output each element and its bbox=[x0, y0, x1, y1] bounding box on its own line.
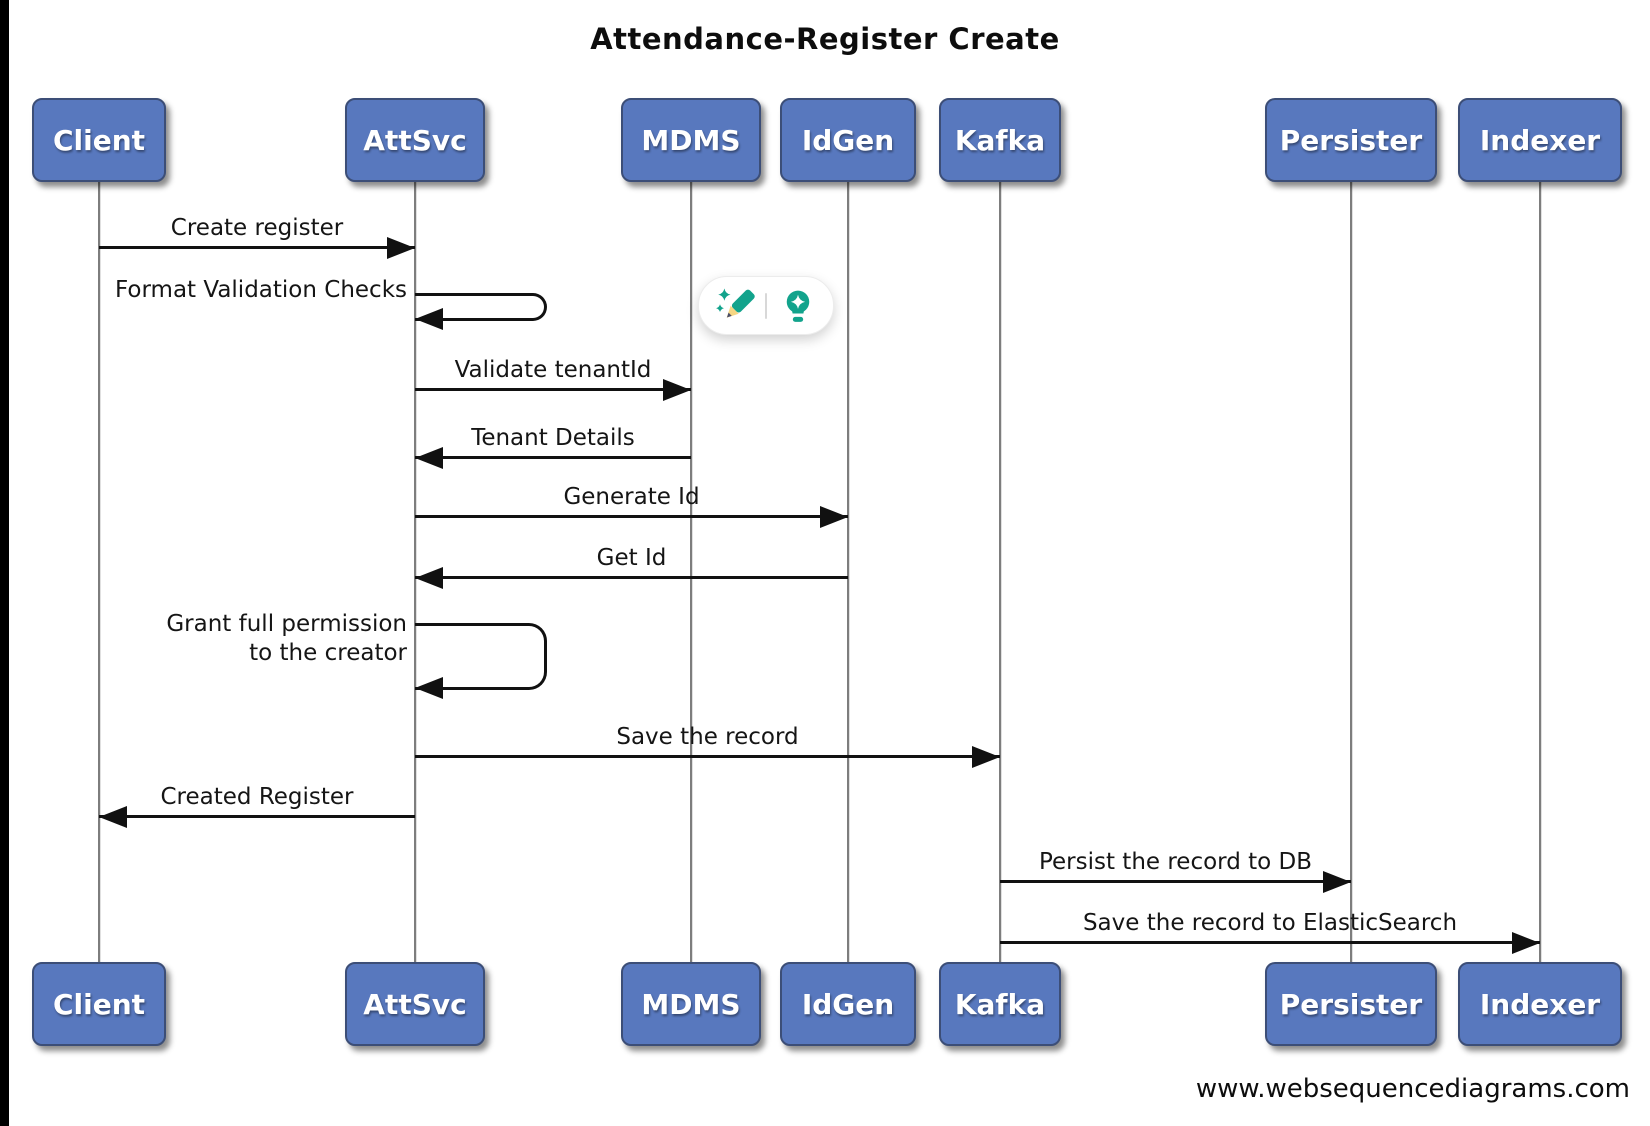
arrowhead-right bbox=[1512, 932, 1540, 954]
message-line-5 bbox=[415, 576, 848, 579]
arrowhead-left bbox=[99, 806, 127, 828]
message-line-0 bbox=[99, 246, 415, 249]
participant-label: Client bbox=[52, 123, 146, 157]
participant-label: IdGen bbox=[801, 987, 895, 1021]
participant-kafka-bottom: Kafka bbox=[939, 962, 1061, 1046]
participant-label: AttSvc bbox=[363, 123, 467, 157]
watermark-url: www.websequencediagrams.com bbox=[1195, 1074, 1630, 1104]
message-label-line: Grant full permission bbox=[166, 611, 407, 637]
arrowhead-left bbox=[415, 308, 443, 330]
message-label-6: Grant full permission to the creator bbox=[0, 610, 407, 668]
edit-pencil-icon[interactable] bbox=[713, 285, 755, 327]
arrowhead-left bbox=[415, 447, 443, 469]
message-label-8: Created Register bbox=[160, 784, 354, 810]
message-label-9: Persist the record to DB bbox=[1038, 849, 1313, 875]
participant-label: MDMS bbox=[641, 123, 741, 157]
message-label-1: Format Validation Checks bbox=[0, 276, 407, 305]
participant-client-top: Client bbox=[32, 98, 166, 182]
self-loop-1 bbox=[415, 293, 547, 321]
participant-label: MDMS bbox=[641, 987, 741, 1021]
message-label-4: Generate Id bbox=[563, 484, 700, 510]
participant-label: AttSvc bbox=[363, 987, 467, 1021]
arrowhead-right bbox=[1323, 871, 1351, 893]
message-label-line: to the creator bbox=[249, 640, 407, 666]
lifeline-idgen bbox=[847, 180, 849, 964]
screen-edge-strip bbox=[0, 0, 9, 1126]
lifeline-persister bbox=[1350, 180, 1352, 964]
arrowhead-left bbox=[415, 677, 443, 699]
participant-client-bottom: Client bbox=[32, 962, 166, 1046]
lightbulb-icon[interactable] bbox=[777, 285, 819, 327]
participant-persister-bottom: Persister bbox=[1265, 962, 1437, 1046]
participant-idgen-bottom: IdGen bbox=[780, 962, 916, 1046]
message-label-line: Format Validation Checks bbox=[115, 277, 407, 303]
participant-label: Indexer bbox=[1479, 987, 1601, 1021]
participant-label: Client bbox=[52, 987, 146, 1021]
message-line-10 bbox=[1000, 941, 1540, 944]
message-label-5: Get Id bbox=[596, 545, 667, 571]
participant-indexer-top: Indexer bbox=[1458, 98, 1622, 182]
participant-label: Kafka bbox=[954, 123, 1046, 157]
message-line-2 bbox=[415, 388, 691, 391]
arrowhead-right bbox=[663, 379, 691, 401]
participant-mdms-top: MDMS bbox=[621, 98, 761, 182]
participant-label: Persister bbox=[1279, 123, 1423, 157]
message-line-7 bbox=[415, 755, 1000, 758]
message-label-3: Tenant Details bbox=[471, 425, 635, 451]
toolbar-divider bbox=[765, 292, 767, 319]
message-label-0: Create register bbox=[170, 215, 344, 241]
arrowhead-right bbox=[387, 237, 415, 259]
participant-indexer-bottom: Indexer bbox=[1458, 962, 1622, 1046]
arrowhead-left bbox=[415, 567, 443, 589]
participant-label: IdGen bbox=[801, 123, 895, 157]
participant-label: Kafka bbox=[954, 987, 1046, 1021]
message-line-8 bbox=[99, 815, 415, 818]
arrowhead-right bbox=[972, 746, 1000, 768]
message-line-4 bbox=[415, 515, 848, 518]
participant-label: Indexer bbox=[1479, 123, 1601, 157]
message-label-10: Save the record to ElasticSearch bbox=[1082, 910, 1458, 936]
arrowhead-right bbox=[820, 506, 848, 528]
lifeline-client bbox=[98, 180, 100, 964]
participant-label: Persister bbox=[1279, 987, 1423, 1021]
participant-mdms-bottom: MDMS bbox=[621, 962, 761, 1046]
participant-persister-top: Persister bbox=[1265, 98, 1437, 182]
message-label-2: Validate tenantId bbox=[454, 357, 652, 383]
participant-attsvc-bottom: AttSvc bbox=[345, 962, 485, 1046]
lifeline-indexer bbox=[1539, 180, 1541, 964]
lifeline-kafka bbox=[999, 180, 1001, 964]
self-loop-6 bbox=[415, 623, 547, 690]
diagram-title: Attendance-Register Create bbox=[590, 22, 1060, 56]
participant-attsvc-top: AttSvc bbox=[345, 98, 485, 182]
annotation-toolbar[interactable] bbox=[698, 276, 834, 335]
message-line-9 bbox=[1000, 880, 1351, 883]
message-label-7: Save the record bbox=[616, 724, 799, 750]
lifeline-mdms bbox=[690, 180, 692, 964]
participant-kafka-top: Kafka bbox=[939, 98, 1061, 182]
message-line-3 bbox=[415, 456, 691, 459]
participant-idgen-top: IdGen bbox=[780, 98, 916, 182]
